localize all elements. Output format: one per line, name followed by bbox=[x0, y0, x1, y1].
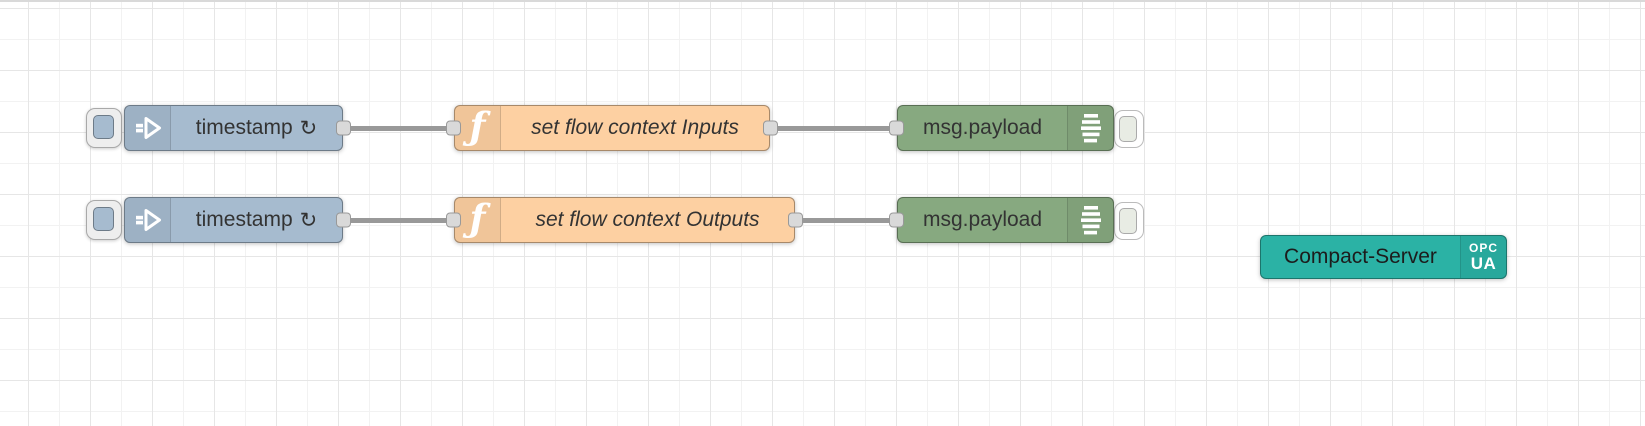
inject-arrow-icon bbox=[125, 198, 171, 242]
input-port[interactable] bbox=[446, 212, 461, 228]
inject-trigger-button[interactable] bbox=[86, 108, 122, 148]
inject-trigger-button[interactable] bbox=[86, 200, 122, 240]
canvas-top-edge bbox=[0, 0, 1645, 2]
node-label: timestamp ↻ bbox=[195, 208, 318, 232]
output-port[interactable] bbox=[336, 120, 351, 136]
node-label: msg.payload bbox=[922, 208, 1043, 231]
function-icon: ƒ bbox=[455, 106, 501, 150]
inject-arrow-icon bbox=[125, 106, 171, 150]
debug-node-2[interactable]: msg.payload bbox=[889, 197, 1114, 243]
inject-trigger-inner bbox=[93, 207, 114, 231]
inject-trigger-inner bbox=[93, 115, 114, 139]
node-label: set flow context Inputs bbox=[531, 116, 739, 139]
output-port[interactable] bbox=[788, 212, 803, 228]
input-port[interactable] bbox=[889, 212, 904, 228]
wire-function-to-debug[interactable] bbox=[795, 218, 898, 223]
wire-function-to-debug[interactable] bbox=[770, 126, 898, 131]
debug-toggle-button[interactable] bbox=[1114, 110, 1144, 148]
debug-icon bbox=[1067, 106, 1113, 150]
node-label: timestamp ↻ bbox=[195, 116, 318, 140]
input-port[interactable] bbox=[889, 120, 904, 136]
function-node-inputs[interactable]: ƒ set flow context Inputs bbox=[446, 105, 778, 151]
node-label: set flow context Outputs bbox=[535, 208, 760, 231]
output-port[interactable] bbox=[336, 212, 351, 228]
function-icon: ƒ bbox=[455, 198, 501, 242]
inject-node-timestamp-1[interactable]: timestamp ↻ bbox=[124, 105, 351, 151]
input-port[interactable] bbox=[446, 120, 461, 136]
inject-node-timestamp-2[interactable]: timestamp ↻ bbox=[124, 197, 351, 243]
debug-icon bbox=[1067, 198, 1113, 242]
output-port[interactable] bbox=[763, 120, 778, 136]
debug-toggle-inner bbox=[1119, 207, 1137, 234]
node-label: msg.payload bbox=[922, 116, 1043, 139]
repeat-icon: ↻ bbox=[299, 208, 318, 232]
repeat-icon: ↻ bbox=[299, 116, 318, 140]
wire-inject-to-function[interactable] bbox=[344, 218, 455, 223]
debug-toggle-inner bbox=[1119, 115, 1137, 142]
debug-node-1[interactable]: msg.payload bbox=[889, 105, 1114, 151]
opcua-badge-icon: OPC UA bbox=[1460, 236, 1506, 278]
opcua-compact-server-node[interactable]: Compact-Server OPC UA bbox=[1260, 235, 1507, 279]
wire-inject-to-function[interactable] bbox=[344, 126, 455, 131]
debug-toggle-button[interactable] bbox=[1114, 202, 1144, 240]
node-label: Compact-Server bbox=[1284, 245, 1437, 268]
function-node-outputs[interactable]: ƒ set flow context Outputs bbox=[446, 197, 803, 243]
